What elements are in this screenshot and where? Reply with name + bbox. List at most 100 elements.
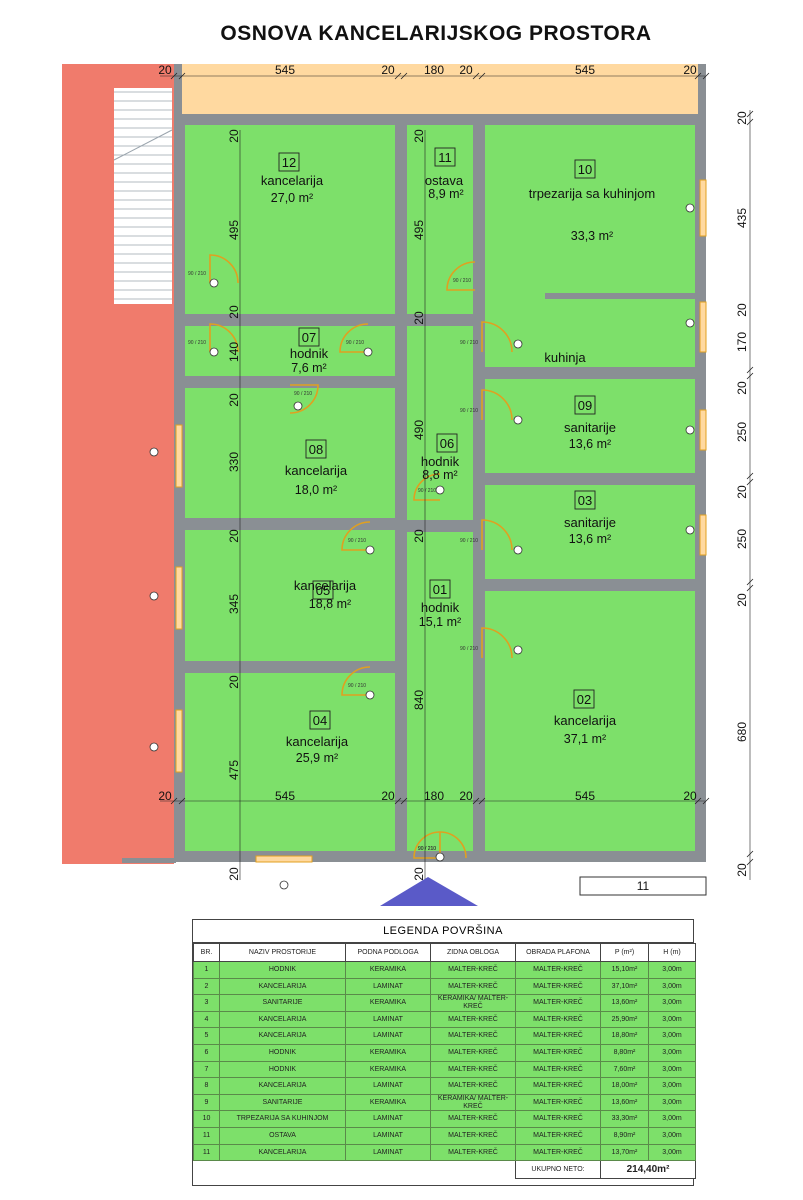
legend-cell: LAMINAT: [345, 1110, 431, 1128]
legend-cell: 1: [193, 961, 220, 979]
dim-mid-5: 840: [412, 690, 426, 710]
legend-cell: 3,00m: [648, 1126, 696, 1145]
legend-cell: 3,00m: [648, 1110, 696, 1128]
dim-right-10: 20: [735, 863, 749, 877]
room-05: [179, 524, 401, 667]
room-area: 15,1 m²: [419, 615, 461, 629]
legend-cell: LAMINAT: [345, 1027, 431, 1045]
room-name: sanitarije: [564, 420, 616, 435]
dim-top-3: 180: [424, 63, 444, 77]
legend-cell: KERAMIKA: [345, 1093, 431, 1112]
room-number: 04: [313, 713, 327, 728]
room-name: kancelarija: [294, 578, 357, 593]
dim-mid-2: 20: [412, 311, 426, 325]
dim-bottom-5: 545: [575, 789, 595, 803]
door-size-label: 90 / 210: [460, 538, 478, 544]
legend-cell: SANITARIJE: [219, 1093, 346, 1112]
legend-cell: MALTER-KREČ: [430, 1126, 516, 1145]
marker-18: [435, 485, 445, 495]
door-12: 90 / 210: [413, 831, 441, 859]
door-size-label: 90 / 210: [418, 846, 436, 852]
legend-cell: KERAMIKA: [345, 994, 431, 1012]
room-03: [479, 479, 701, 585]
legend-cell: 3,00m: [648, 1010, 696, 1029]
legend-cell: 2: [193, 977, 220, 996]
marker-8: [513, 645, 523, 655]
room-name: hodnik: [421, 454, 460, 469]
door-size-label: 90 / 210: [346, 340, 364, 346]
room-area: 27,0 m²: [271, 191, 313, 205]
legend-title: LEGENDA POVRŠINA: [193, 920, 693, 943]
room-11: [401, 119, 479, 320]
room-area: 7,6 m²: [291, 361, 326, 375]
legend-cell: 13,60m²: [600, 994, 649, 1012]
dim-left-2: 20: [227, 305, 241, 319]
marker-0: [209, 278, 219, 288]
legend-cell: 7,60m²: [600, 1060, 649, 1079]
dim-right-6: 20: [735, 485, 749, 499]
room-area: 13,6 m²: [569, 437, 611, 451]
legend-cell: 8: [193, 1077, 220, 1095]
room-area: 8,9 m²: [428, 187, 463, 201]
legend-cell: KANCELARIJA: [219, 977, 346, 996]
dim-left-8: 20: [227, 675, 241, 689]
legend-cell: MALTER-KREČ: [430, 1010, 516, 1029]
marker-2: [363, 347, 373, 357]
legend-cell: TRPEZARIJA SA KUHINJOM: [219, 1110, 346, 1128]
dim-left-0: 20: [227, 129, 241, 143]
dim-right-5: 250: [735, 422, 749, 442]
legend-cell: 13,70m²: [600, 1143, 649, 1162]
room-name: sanitarije: [564, 515, 616, 530]
legend-cell: 11: [193, 1126, 220, 1145]
door-13: 90 / 210: [418, 831, 467, 859]
legend-cell: 18,00m²: [600, 1077, 649, 1095]
legend-cell: 3,00m: [648, 1060, 696, 1079]
room-12: [179, 119, 401, 320]
legend-cell: LAMINAT: [345, 977, 431, 996]
door-size-label: 90 / 210: [418, 846, 436, 852]
door-6: 90 / 210: [460, 389, 513, 421]
legend-cell: KERAMIKA/ MALTER-KREČ: [430, 994, 516, 1012]
dim-bottom-1: 545: [275, 789, 295, 803]
legend-header-cell: H (m): [648, 943, 696, 962]
marker-11: [149, 591, 159, 601]
dim-bottom-2: 20: [381, 789, 395, 803]
door-size-label: 90 / 210: [348, 538, 366, 544]
room-04: [179, 667, 401, 857]
legend-cell: HODNIK: [219, 1043, 346, 1062]
dim-mid-6: 20: [412, 867, 426, 881]
legend-cell: 3,00m: [648, 961, 696, 979]
legend-cell: KERAMIKA: [345, 1060, 431, 1079]
legend-cell: LAMINAT: [345, 1077, 431, 1095]
legend-cell: MALTER-KREČ: [430, 1027, 516, 1045]
legend-cell: MALTER-KREČ: [515, 1077, 601, 1095]
top-hall: [182, 64, 698, 114]
dim-bottom-6: 20: [683, 789, 697, 803]
marker-14: [685, 318, 695, 328]
room-02: [479, 585, 701, 857]
door-1: 90 / 210: [446, 261, 476, 291]
dim-right-3: 170: [735, 332, 749, 352]
legend-cell: KANCELARIJA: [219, 1077, 346, 1095]
page-title: OSNOVA KANCELARIJSKOG PROSTORA: [220, 22, 652, 45]
dim-left-4: 20: [227, 393, 241, 407]
legend-cell: 8,80m²: [600, 1043, 649, 1062]
legend-cell: KANCELARIJA: [219, 1010, 346, 1029]
door-8: 90 / 210: [460, 519, 513, 551]
marker-10: [149, 447, 159, 457]
dim-right-0: 20: [735, 111, 749, 125]
legend-cell: 8,90m²: [600, 1126, 649, 1145]
room-name: hodnik: [421, 600, 460, 615]
legend-cell: 25,90m²: [600, 1010, 649, 1029]
